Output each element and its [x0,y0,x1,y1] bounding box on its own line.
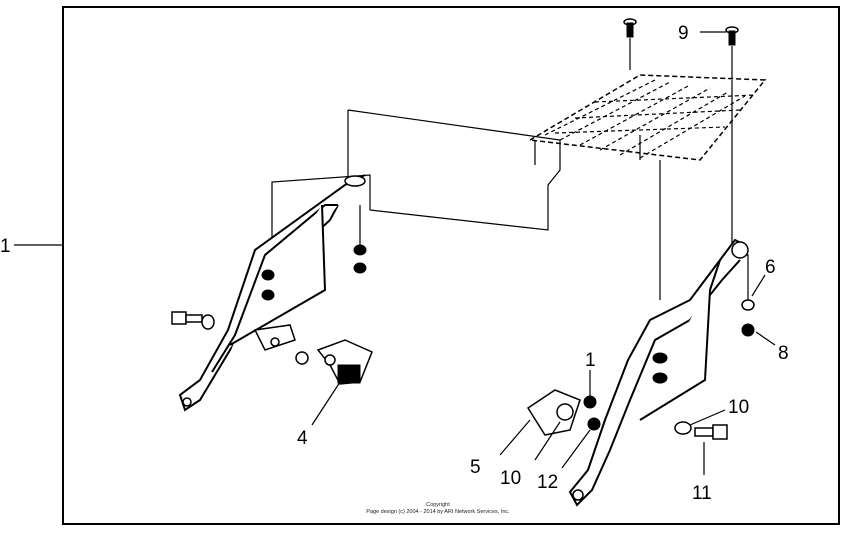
right-nuts [652,299,755,384]
callout-1: 1 [0,236,11,257]
screw-top-right [725,26,739,46]
callout-11: 11 [692,483,712,504]
left-bolt [171,311,215,330]
clamp-part-5 [499,389,601,469]
callout-5: 5 [470,457,481,478]
callout-9: 9 [678,23,689,44]
callout-8: 8 [778,343,789,364]
rack-grid [527,74,767,185]
callout-12: 12 [537,472,558,493]
copyright-line-2: Page design (c) 2004 - 2014 by ARI Netwo… [366,509,510,515]
right-bracket [568,238,749,507]
left-nuts [261,244,367,301]
screw-top-left [623,18,637,38]
clamp-part-4 [295,339,373,426]
diagram-frame [62,6,840,525]
callout-10-right: 10 [728,397,749,418]
callout-6: 6 [765,257,776,278]
callout-10-left: 10 [500,468,521,489]
right-bolt-11 [674,409,728,475]
callout-1-small: 1 [585,350,596,371]
callout-4: 4 [297,428,308,449]
copyright-line-1: Copyright [426,502,450,508]
